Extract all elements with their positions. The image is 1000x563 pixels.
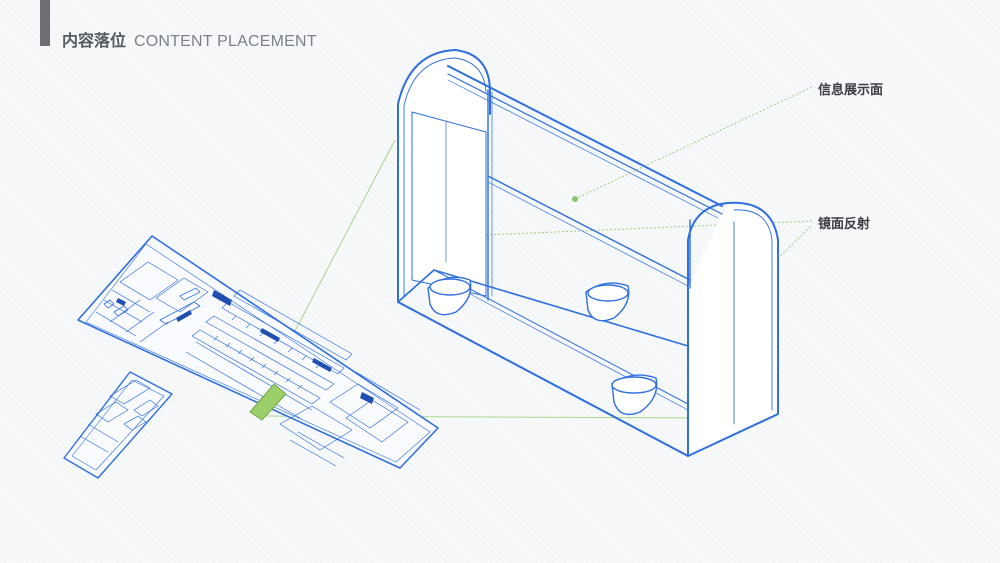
- callout-mirror-reflection: 镜面反射: [818, 217, 871, 232]
- leader-info-display: [574, 86, 813, 200]
- callout-info-display: 信息展示面: [818, 83, 884, 98]
- basin-center: [585, 282, 630, 322]
- floor-plan: [63, 235, 439, 479]
- display-panel-5: [116, 298, 126, 306]
- floor-plan-wing: [63, 371, 173, 479]
- display-panel-3: [312, 358, 332, 372]
- floor-plan-displays: [116, 290, 374, 404]
- page-title-en: CONTENT PLACEMENT: [134, 33, 317, 50]
- display-panel-4: [360, 392, 374, 404]
- display-panel-1: [212, 290, 232, 306]
- display-panel-2: [260, 328, 280, 342]
- floor-plan-outline: [77, 235, 439, 469]
- title-bar-accent: [40, 0, 50, 46]
- right-arch-face: [687, 201, 779, 457]
- basin-left: [427, 276, 472, 316]
- base-bottom-edge: [397, 301, 689, 457]
- display-unit: [397, 49, 779, 457]
- back-panel-middle-line: [487, 175, 691, 281]
- placement-highlight: [249, 383, 287, 421]
- basin-fixtures: [427, 276, 658, 416]
- page-header: 内容落位 CONTENT PLACEMENT: [62, 27, 317, 51]
- top-rail: [447, 65, 723, 207]
- basin-right: [611, 374, 658, 416]
- dot-info-display: [572, 196, 578, 202]
- page-title-cn: 内容落位: [62, 31, 127, 50]
- display-panel-6: [176, 310, 192, 322]
